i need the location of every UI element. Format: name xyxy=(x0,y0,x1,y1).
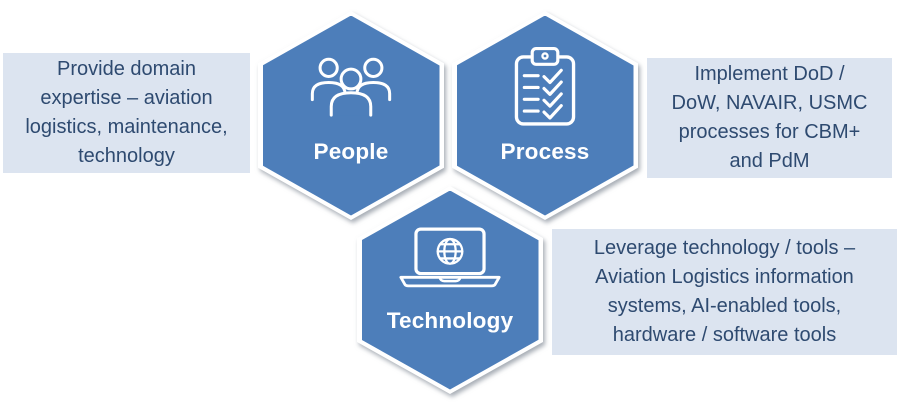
technology-callout-text: Leverage technology / tools – Aviation L… xyxy=(593,237,856,346)
technology-callout: Leverage technology / tools – Aviation L… xyxy=(552,229,897,355)
hexagon-label-process: Process xyxy=(500,139,590,164)
hexagon-process: Process xyxy=(452,11,638,220)
hexagon-technology: Technology xyxy=(357,186,543,394)
hexagon-people: People xyxy=(258,11,444,220)
process-callout-text: Implement DoD / DoW, NAVAIR, USMC proces… xyxy=(671,63,868,172)
people-group-icon xyxy=(310,57,392,117)
laptop-globe-icon xyxy=(399,227,501,288)
people-callout-text: Provide domain expertise – aviation logi… xyxy=(25,58,228,167)
hexagon-label-technology: Technology xyxy=(386,308,514,333)
process-callout: Implement DoD / DoW, NAVAIR, USMC proces… xyxy=(647,58,892,178)
hexagon-label-people: People xyxy=(313,139,389,164)
people-callout: Provide domain expertise – aviation logi… xyxy=(3,53,250,173)
clipboard-checklist-icon xyxy=(514,47,576,126)
